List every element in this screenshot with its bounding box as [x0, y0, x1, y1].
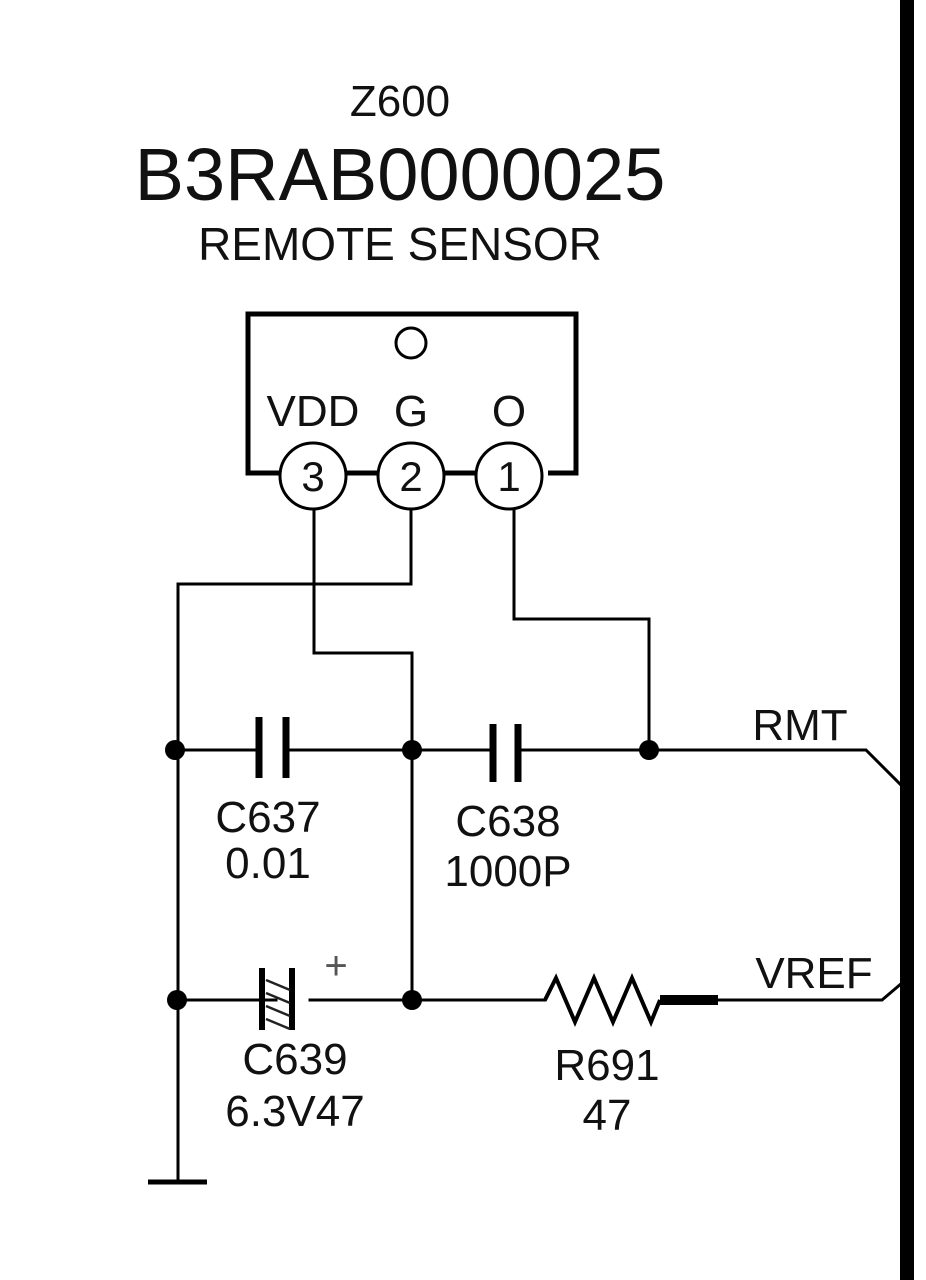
junctions: [165, 740, 659, 1010]
c637-value: 0.01: [225, 839, 311, 888]
remote-sensor-body: [245, 311, 579, 476]
net-label-vref: VREF: [755, 949, 872, 998]
wire-vdd: [312, 507, 414, 1002]
capacitor-c637: C637 0.01: [215, 717, 321, 888]
pin-name-vdd: VDD: [267, 387, 360, 436]
pin-number-2: 2: [399, 453, 422, 500]
wire-vref: [716, 980, 905, 1002]
c639-ref: C639: [242, 1035, 347, 1084]
wire-rmt: [519, 748, 905, 789]
wires: [148, 507, 905, 1185]
r691-ref: R691: [554, 1041, 659, 1090]
junction-dot: [165, 740, 185, 760]
wire-ground: [176, 507, 413, 1182]
capacitor-c639: + C639 6.3V47: [225, 944, 364, 1136]
r691-value: 47: [583, 1091, 632, 1140]
component-ref: Z600: [350, 77, 450, 126]
junction-dot: [402, 740, 422, 760]
resistor-r691: R691 47: [543, 972, 662, 1140]
junction-dot: [639, 740, 659, 760]
resistor-icon: [543, 972, 662, 1028]
pin-number-3: 3: [301, 453, 324, 500]
c639-value: 6.3V47: [225, 1087, 364, 1136]
part-number: B3RAB0000025: [135, 133, 666, 216]
c638-ref: C638: [455, 797, 560, 846]
pin-1: 1: [474, 441, 544, 511]
c638-value: 1000P: [444, 847, 571, 896]
wire-output: [512, 507, 651, 752]
pin-number-1: 1: [497, 453, 520, 500]
sensor-lens-icon: [394, 326, 428, 360]
junction-dot: [402, 990, 422, 1010]
pin-name-g: G: [394, 387, 428, 436]
polarity-plus-icon: +: [324, 944, 347, 988]
c637-ref: C637: [215, 793, 320, 842]
junction-dot: [167, 990, 187, 1010]
pin-3: 3: [278, 441, 348, 511]
pin-name-o: O: [492, 387, 526, 436]
net-label-rmt: RMT: [752, 701, 847, 750]
component-description: REMOTE SENSOR: [198, 218, 602, 270]
capacitor-c638: C638 1000P: [444, 724, 572, 896]
pin-2: 2: [376, 441, 446, 511]
